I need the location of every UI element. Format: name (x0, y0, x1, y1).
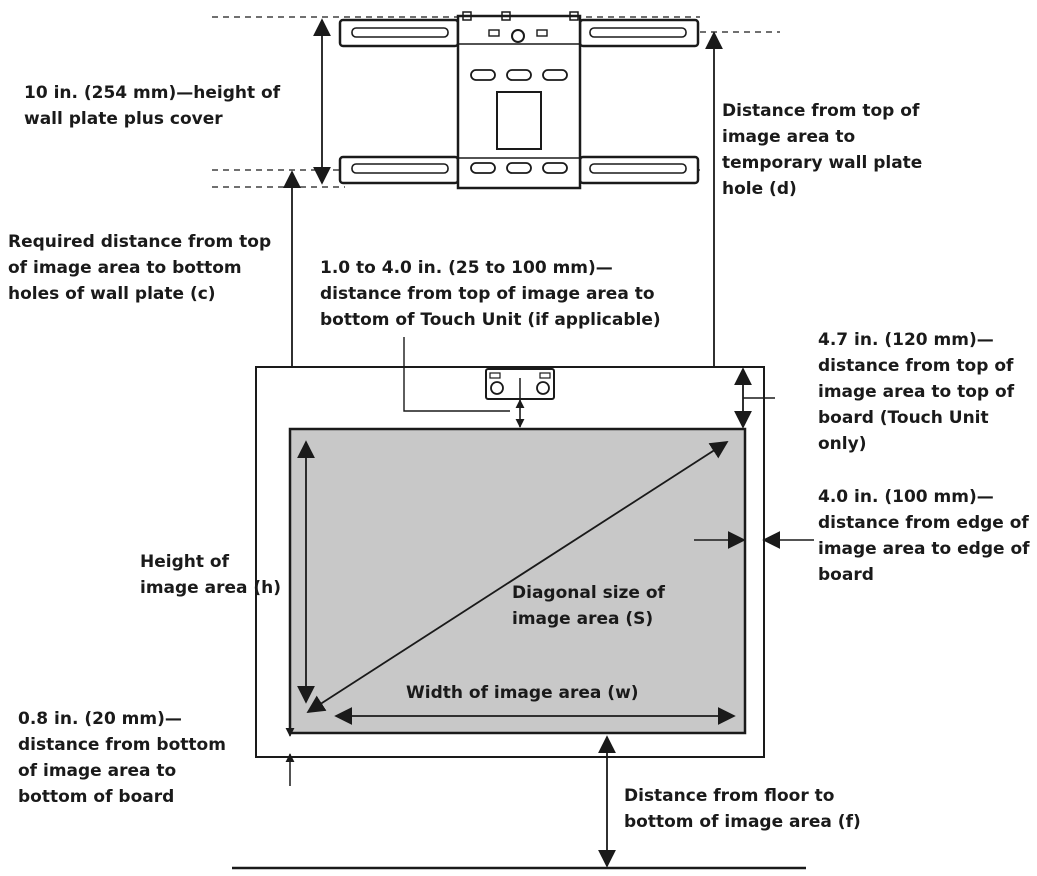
label-diagonal-size: Diagonal size of image area (S) (512, 583, 665, 629)
wall-plate-bar-left-bottom (338, 155, 460, 185)
touch-unit (485, 368, 555, 400)
label-edge-of-board: 4.0 in. (100 mm)— distance from edge of … (818, 487, 1030, 585)
label-top-of-board: 4.7 in. (120 mm)— distance from top of i… (818, 330, 1015, 454)
wall-plate-bar-right-bottom (578, 155, 700, 185)
label-bottom-of-board: 0.8 in. (20 mm)— distance from bottom of… (18, 709, 226, 807)
label-temp-hole-distance: Distance from top of image area to tempo… (722, 101, 923, 199)
wall-plate-bar-right-top (578, 18, 700, 48)
arrow-diagonal (306, 441, 729, 713)
keyhole-icon (511, 29, 525, 43)
label-wall-plate-height: 10 in. (254 mm)—height of wall plate plu… (24, 83, 281, 129)
wall-plate-bar-left-top (338, 18, 460, 48)
label-touch-unit-distance: 1.0 to 4.0 in. (25 to 100 mm)— distance … (320, 258, 661, 330)
leader-touch-unit (403, 337, 510, 412)
wall-plate (212, 11, 780, 190)
label-width-image-area: Width of image area (w) (406, 683, 639, 703)
label-bottom-holes-distance: Required distance from top of image area… (8, 232, 272, 304)
label-floor-distance: Distance from floor to bottom of image a… (624, 786, 861, 832)
label-height-image-area: Height of image area (h) (140, 552, 282, 598)
